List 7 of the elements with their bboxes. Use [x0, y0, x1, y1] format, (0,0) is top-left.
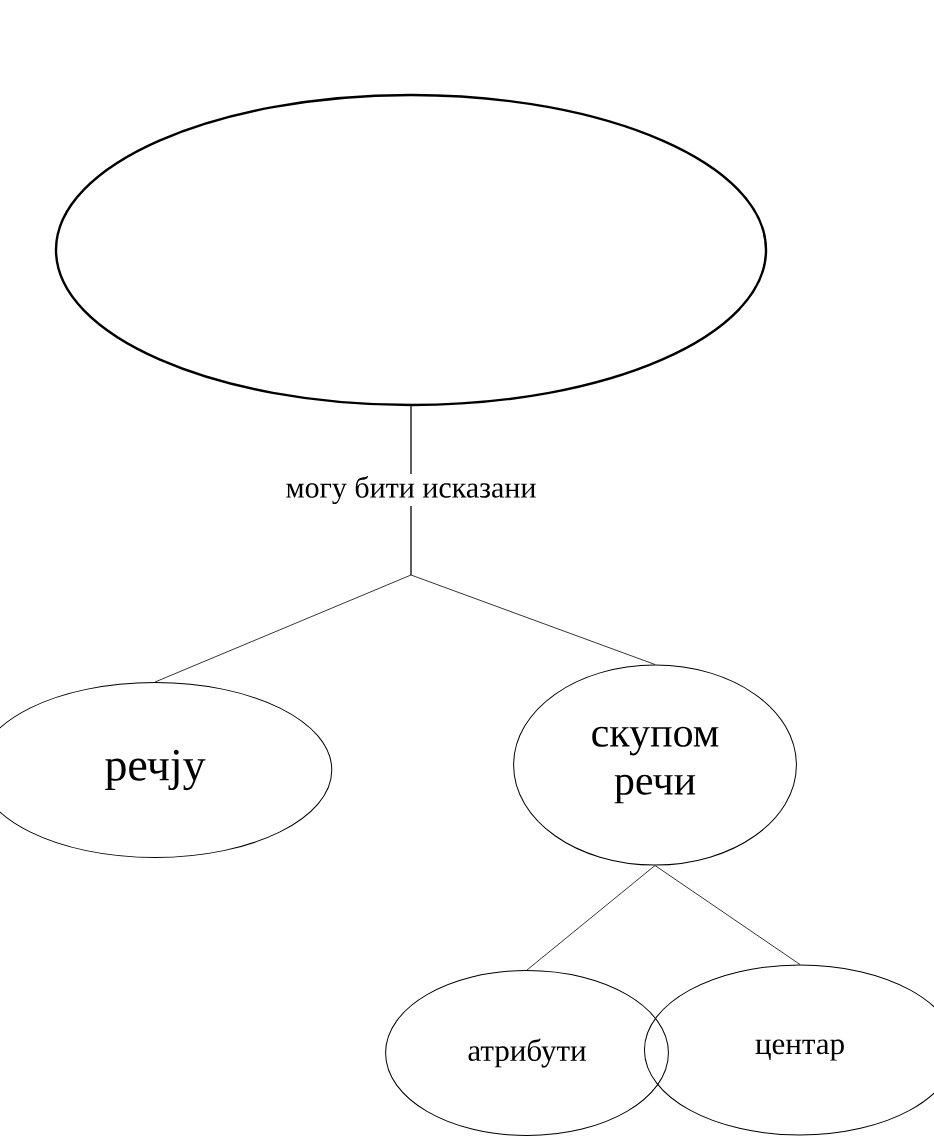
connector-line	[654, 865, 801, 965]
ellipse-node: атрибути	[385, 970, 669, 1136]
connector-line	[410, 405, 656, 665]
connector-line	[526, 865, 656, 971]
ellipse-node: скупом речи	[513, 664, 797, 866]
edge-label: могу бити исказани	[283, 474, 539, 506]
empty-ellipse	[54, 93, 768, 407]
